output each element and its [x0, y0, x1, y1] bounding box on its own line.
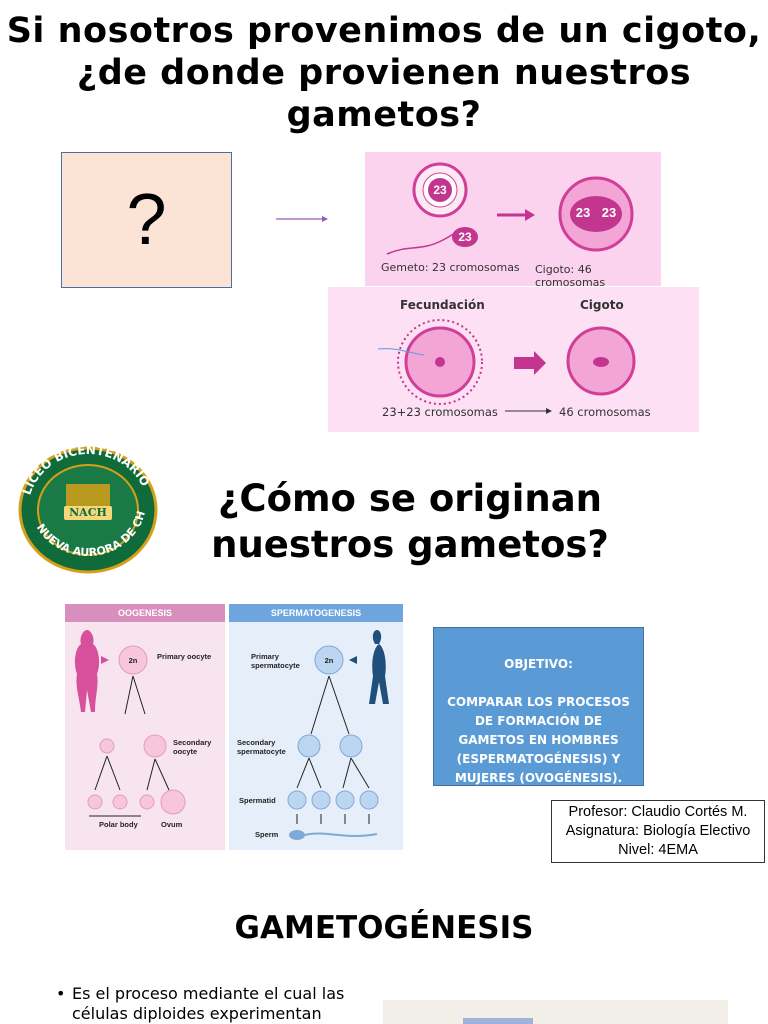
bullet-dot: •	[56, 984, 66, 1003]
sum-caption: 23+23 cromosomas	[382, 405, 498, 419]
objective-heading: OBJETIVO:	[504, 657, 573, 671]
level: Nivel: 4EMA	[618, 842, 698, 858]
sperm-label: Sperm	[255, 830, 279, 839]
logo-center-text: NACH	[69, 506, 107, 519]
sperm-chromosome-label: 23	[458, 230, 472, 244]
gamete-panel: 23 23 23 23 Gemeto: 23 cromosomas Cigoto…	[365, 152, 661, 289]
polar-body-label: Polar body	[99, 820, 138, 829]
primary-spermatocyte-label: Primary spermatocyte	[251, 652, 300, 670]
professor-box: Profesor: Claudio Cortés M. Asignatura: …	[551, 800, 765, 863]
spermatogenesis-column	[229, 604, 403, 850]
slide1-title: Si nosotros provenimos de un cigoto, ¿de…	[6, 11, 762, 135]
spermatid-label: Spermatid	[239, 796, 276, 805]
gamete-illustration	[386, 162, 634, 255]
slide3-title: GAMETOGÉNESIS	[234, 910, 534, 946]
image-fragment	[463, 1018, 533, 1024]
zygote-label-2: 23	[601, 205, 617, 220]
spermatocyte-2n-label: 2n	[324, 656, 334, 665]
zygote-caption: Cigoto: 46 cromosomas	[535, 263, 606, 289]
bullet-text: Es el proceso mediante el cual las célul…	[72, 984, 345, 1023]
fertilization-heading: Fecundación	[400, 298, 485, 312]
total-caption: 46 cromosomas	[559, 405, 651, 419]
logo-emblem: LICEO BICENTENARIO NUEVA AURORA DE CHILE	[14, 436, 158, 574]
spermatogenesis-header: SPERMATOGENESIS	[229, 604, 403, 622]
subject: Asignatura: Biología Electivo	[565, 823, 751, 839]
gametogenesis-image	[383, 1000, 728, 1024]
zygote-heading: Cigoto	[580, 298, 624, 312]
bullet-item: • Es el proceso mediante el cual las cél…	[56, 984, 370, 1024]
secondary-spermatocyte-label: Secondary spermatocyte	[237, 738, 286, 756]
oogenesis-header: OOGENESIS	[65, 604, 225, 622]
zygote-label-1: 23	[575, 205, 591, 220]
gamete-caption: Gemeto: 23 cromosomas	[381, 261, 520, 274]
professor-name: Profesor: Claudio Cortés M.	[568, 804, 748, 820]
diagram-art	[74, 630, 389, 840]
question-box: ?	[61, 152, 232, 288]
ovum-label: Ovum	[161, 820, 183, 829]
secondary-oocyte-label: Secondary oocyte	[173, 738, 212, 756]
objective-box: OBJETIVO: COMPARAR LOS PROCESOS DE FORMA…	[433, 627, 644, 786]
school-logo: LICEO BICENTENARIO NUEVA AURORA DE CHILE…	[14, 436, 158, 574]
arrow-icon	[276, 216, 328, 222]
egg-chromosome-label: 23	[433, 183, 447, 197]
question-mark: ?	[126, 180, 167, 260]
objective-body: COMPARAR LOS PROCESOS DE FORMACIÓN DE GA…	[447, 695, 630, 785]
slide2-title: ¿Cómo se originan nuestros gametos?	[211, 477, 609, 566]
oocyte-2n-label: 2n	[128, 656, 138, 665]
gametogenesis-diagram: OOGENESIS SPERMATOGENESIS 2n 2n Prim	[65, 604, 403, 850]
fertilization-illustration	[377, 319, 636, 414]
fertilization-panel: Fecundación Cigoto 23+23 cromosomas 46 c…	[328, 287, 699, 432]
primary-oocyte-label: Primary oocyte	[157, 652, 212, 661]
